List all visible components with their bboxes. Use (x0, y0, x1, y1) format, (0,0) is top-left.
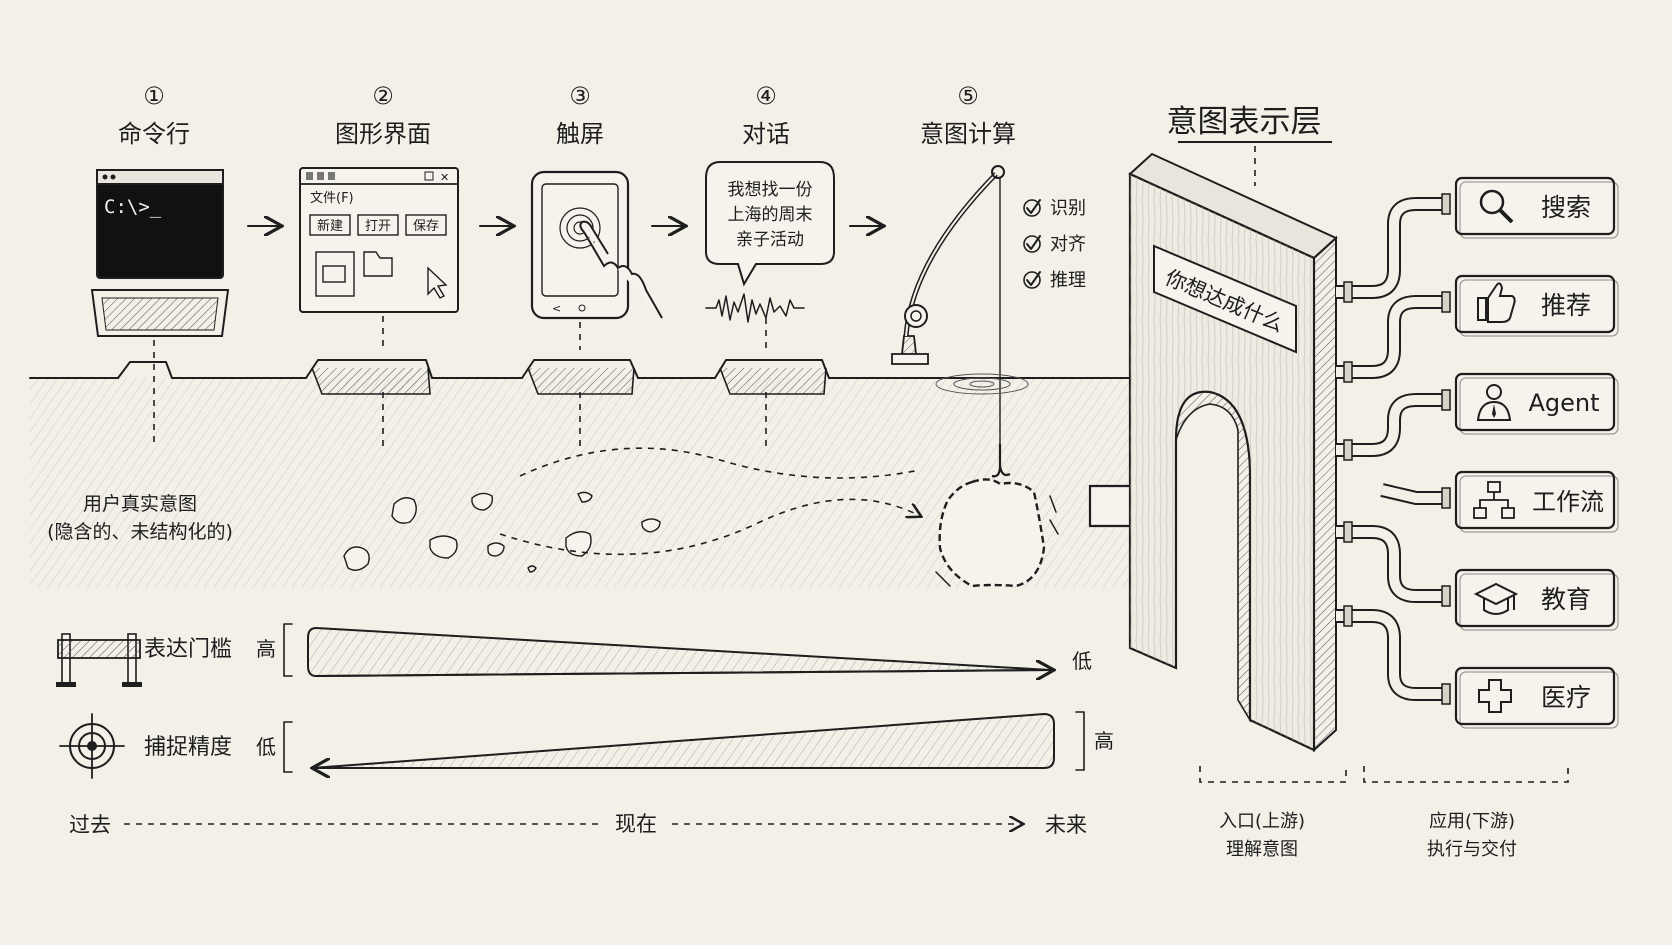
precision-label: 捕捉精度 (144, 735, 232, 760)
hidden-intent-line-2: (隐含的、未结构化的) (47, 521, 233, 543)
gui-menu-label: 文件(F) (310, 191, 354, 206)
pipes (1336, 197, 1450, 701)
gui-button-save: 保存 (413, 219, 439, 234)
timeline-future: 未来 (1045, 813, 1087, 837)
checklist: 识别 对齐 推理 (1023, 198, 1086, 291)
stage-label: 触屏 (556, 120, 604, 148)
app-label: Agent (1528, 389, 1599, 417)
threshold-low: 低 (1072, 649, 1092, 673)
search-icon (1479, 189, 1514, 224)
chat-line-1: 我想找一份 (728, 180, 813, 200)
chat-line-2: 上海的周末 (728, 205, 813, 225)
threshold-barrier-icon (56, 633, 142, 687)
pipe-flanges (1343, 193, 1451, 705)
app-box-workflow: 工作流 (1454, 470, 1619, 533)
app-label: 教育 (1541, 585, 1591, 614)
app-label: 搜索 (1541, 193, 1591, 222)
gui-button-open: 打开 (365, 219, 391, 234)
workflow-icon (1473, 481, 1515, 519)
stage-label: 图形界面 (335, 120, 431, 148)
stage-label: 意图计算 (920, 120, 1016, 148)
intent-gate: 你想达成什么 (1128, 152, 1338, 753)
app-label: 工作流 (1532, 488, 1604, 516)
medical-cross-icon (1478, 679, 1512, 713)
stage-number: ④ (755, 82, 777, 110)
stage-3-header: ③ 触屏 (556, 82, 604, 148)
entry-bracket (1199, 766, 1347, 783)
stage-label: 命令行 (118, 120, 190, 148)
stage-1-header: ① 命令行 (118, 82, 190, 148)
chat-bubble-icon: 我想找一份 上海的周末 亲子活动 (705, 161, 835, 323)
agent-person-icon (1476, 384, 1512, 421)
app-box-agent: Agent (1454, 372, 1619, 435)
intent-fragments (343, 491, 661, 573)
chat-line-3: 亲子活动 (736, 230, 804, 250)
stage-2-header: ② 图形界面 (335, 82, 431, 148)
app-label: 推荐 (1541, 291, 1591, 320)
graduation-cap-icon (1473, 582, 1519, 615)
touchscreen-tablet-icon: < (530, 170, 663, 320)
threshold-high: 高 (256, 637, 276, 661)
checklist-item-1: 识别 (1050, 198, 1086, 219)
gate-title: 意图表示层 (1167, 104, 1322, 140)
stage-number: ② (372, 82, 394, 110)
timeline-past: 过去 (69, 813, 111, 837)
thumbs-up-icon (1477, 282, 1516, 323)
entry-label-2: 理解意图 (1226, 839, 1298, 860)
precision-high: 高 (1094, 729, 1114, 753)
target-crosshair-icon (59, 713, 125, 779)
precision-wedge (311, 712, 1055, 769)
precision-low: 低 (256, 735, 276, 759)
captured-intent-blob (938, 478, 1046, 588)
app-label: 医疗 (1541, 683, 1591, 712)
stage-number: ⑤ (957, 82, 979, 110)
hidden-intent-line-1: 用户真实意图 (83, 493, 197, 515)
app-box-recommend: 推荐 (1454, 274, 1619, 337)
svg-text:<: < (552, 302, 561, 315)
app-label-1: 应用(下游) (1429, 811, 1515, 832)
app-label-2: 执行与交付 (1427, 839, 1517, 860)
stage-4-header: ④ 对话 (742, 82, 790, 148)
stage-5-header: ⑤ 意图计算 (920, 82, 1016, 148)
stage-1-pit (117, 361, 173, 379)
checklist-item-2: 对齐 (1050, 234, 1086, 255)
threshold-label: 表达门槛 (144, 637, 232, 662)
stage-label: 对话 (742, 120, 790, 148)
terminal-prompt: C:\>_ (104, 196, 162, 218)
fragment-flow-paths (499, 447, 920, 556)
app-box-education: 教育 (1454, 568, 1619, 631)
app-box-medical: 医疗 (1454, 666, 1619, 729)
checklist-item-3: 推理 (1050, 270, 1086, 291)
timeline-now: 现在 (615, 812, 657, 836)
threshold-wedge (307, 626, 1051, 678)
app-box-search: 搜索 (1454, 176, 1619, 239)
gui-button-new: 新建 (317, 218, 343, 234)
terminal-computer-icon: C:\>_ (90, 169, 230, 337)
stage-number: ③ (569, 82, 591, 110)
svg-text:✕: ✕ (440, 171, 449, 184)
app-bracket (1363, 766, 1569, 783)
stage-number: ① (143, 82, 165, 110)
fishing-rod-icon (891, 165, 1029, 478)
entry-label-1: 入口(上游) (1219, 811, 1305, 832)
gui-window-icon: ✕ 文件(F) 新建 打开 保存 (299, 167, 459, 313)
